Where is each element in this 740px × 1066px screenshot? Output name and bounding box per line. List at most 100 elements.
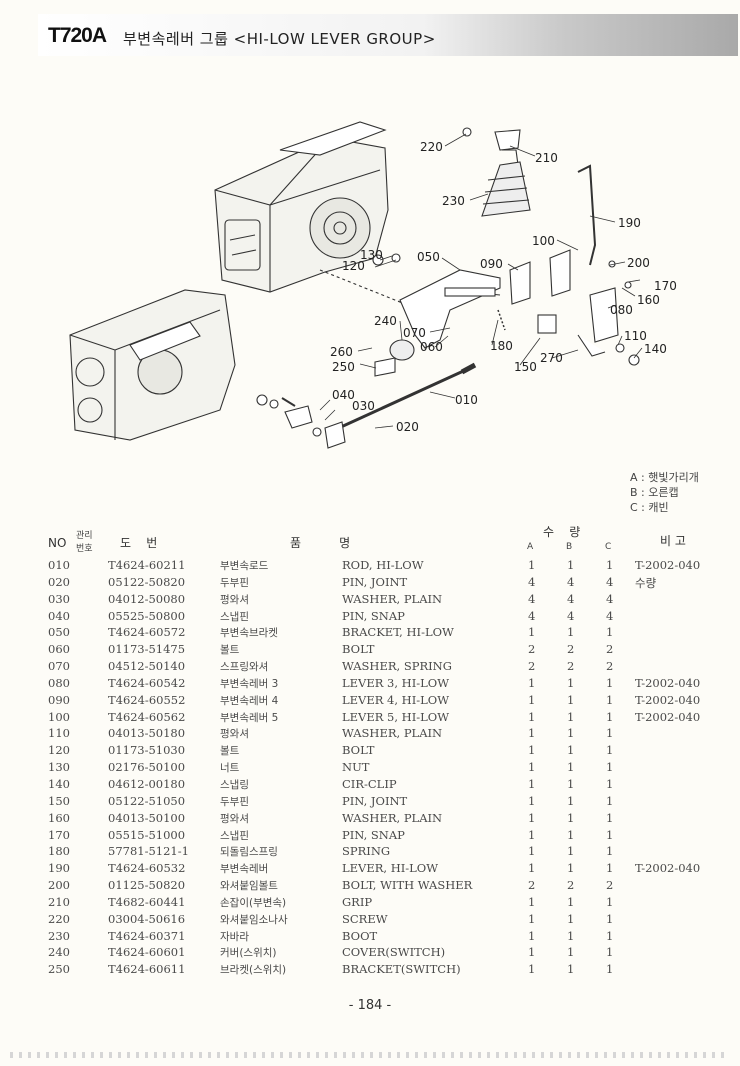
cell-part: 03004-50616	[108, 911, 186, 926]
legend: A : 햇빛가리개 B : 오른캡 C : 캐빈	[630, 470, 699, 515]
cell-b: 1	[567, 709, 575, 724]
callout-240: 240	[374, 314, 397, 328]
cell-rem: T-2002-040	[635, 861, 701, 876]
callout-250: 250	[332, 360, 355, 374]
cell-c: 2	[606, 659, 614, 674]
cell-kor: 부변속레버 5	[220, 711, 279, 724]
cell-eng: BRACKET(SWITCH)	[342, 962, 461, 977]
cell-no: 120	[48, 743, 70, 758]
legend-item-a: A : 햇빛가리개	[630, 471, 699, 484]
cell-kor: 두부핀	[220, 576, 249, 589]
cell-b: 1	[567, 894, 575, 909]
callout-270: 270	[540, 351, 563, 365]
cell-c: 4	[606, 591, 614, 606]
cell-eng: LEVER 5, HI-LOW	[342, 709, 450, 724]
cell-part: 04013-50100	[108, 810, 186, 825]
cell-part: T4624-60211	[108, 558, 186, 572]
cell-kor: 부변속레버 4	[220, 694, 279, 707]
callout-090: 090	[480, 257, 503, 271]
cell-b: 1	[567, 810, 575, 825]
callout-160: 160	[637, 293, 660, 307]
cell-a: 1	[528, 945, 536, 960]
legend-item-c: C : 캐빈	[630, 501, 669, 514]
cell-c: 1	[606, 894, 614, 909]
diagram-label-group: 220 210 230 190 100 200 170 160 090 050 …	[330, 140, 677, 434]
cell-part: 04012-50080	[108, 591, 186, 606]
callout-120: 120	[342, 259, 365, 273]
cell-no: 150	[48, 793, 70, 808]
callout-040: 040	[332, 388, 355, 402]
cell-no: 090	[48, 692, 70, 707]
cell-eng: COVER(SWITCH)	[342, 945, 446, 960]
col-part-no: 도 번	[120, 536, 158, 550]
cell-a: 1	[528, 861, 536, 876]
cell-kor: 자바라	[220, 930, 249, 943]
cell-part: T4624-60542	[108, 675, 186, 690]
page-header: T720A 부변속레버 그룹 <HI-LOW LEVER GROUP>	[38, 14, 738, 56]
cell-no: 100	[48, 709, 70, 724]
callout-070: 070	[403, 326, 426, 340]
cell-c: 1	[606, 827, 614, 842]
cell-c: 1	[606, 558, 614, 572]
page-number: - 184 -	[348, 998, 392, 1013]
cell-eng: BOOT	[342, 928, 378, 943]
cell-kor: 볼트	[220, 745, 240, 758]
cell-a: 1	[528, 558, 536, 572]
cell-eng: ROD, HI-LOW	[342, 558, 424, 572]
cell-eng: SCREW	[342, 911, 388, 926]
cell-b: 2	[567, 659, 575, 674]
cell-b: 1	[567, 962, 575, 977]
cell-eng: PIN, JOINT	[342, 574, 408, 589]
cell-eng: LEVER 4, HI-LOW	[342, 692, 450, 707]
cell-kor: 커버(스위치)	[220, 947, 277, 960]
cell-eng: BOLT, WITH WASHER	[342, 878, 473, 893]
cell-rem: 수량	[635, 575, 657, 590]
cell-part: 05122-50820	[108, 574, 186, 589]
cell-b: 1	[567, 928, 575, 943]
cell-part: 04512-50140	[108, 659, 186, 674]
cell-eng: NUT	[342, 760, 370, 775]
callout-050: 050	[417, 250, 440, 264]
cell-kor: 평와셔	[220, 812, 249, 825]
callout-170: 170	[654, 279, 677, 293]
cell-b: 1	[567, 776, 575, 791]
cell-eng: BRACKET, HI-LOW	[342, 625, 454, 640]
cell-eng: LEVER, HI-LOW	[342, 861, 439, 876]
legend-item-b: B : 오른캡	[630, 486, 679, 499]
cell-no: 180	[48, 844, 70, 859]
cell-kor: 부변속브라켓	[220, 627, 278, 640]
cell-b: 1	[567, 558, 575, 572]
cell-part: 57781-5121-1	[108, 844, 189, 859]
cell-a: 1	[528, 928, 536, 943]
col-name: 품 명	[290, 536, 351, 550]
col-qty-c: C	[605, 542, 612, 552]
cell-part: 05515-51000	[108, 827, 186, 842]
cell-rem: T-2002-040	[635, 692, 701, 707]
cell-kor: 부변속레버 3	[220, 677, 279, 690]
cell-c: 1	[606, 760, 614, 775]
cell-no: 250	[48, 962, 70, 977]
cell-rem: T-2002-040	[635, 558, 701, 572]
cell-c: 4	[606, 608, 614, 623]
cell-kor: 스프링와셔	[220, 661, 269, 674]
cell-no: 050	[48, 625, 70, 640]
cell-kor: 스냅링	[220, 778, 249, 791]
cell-b: 1	[567, 726, 575, 741]
cell-no: 160	[48, 810, 70, 825]
cell-part: 04612-00180	[108, 776, 186, 791]
cell-a: 1	[528, 962, 536, 977]
model-code: T720A	[48, 24, 107, 47]
col-no: NO	[48, 536, 67, 550]
cell-part: T4682-60441	[108, 894, 186, 909]
